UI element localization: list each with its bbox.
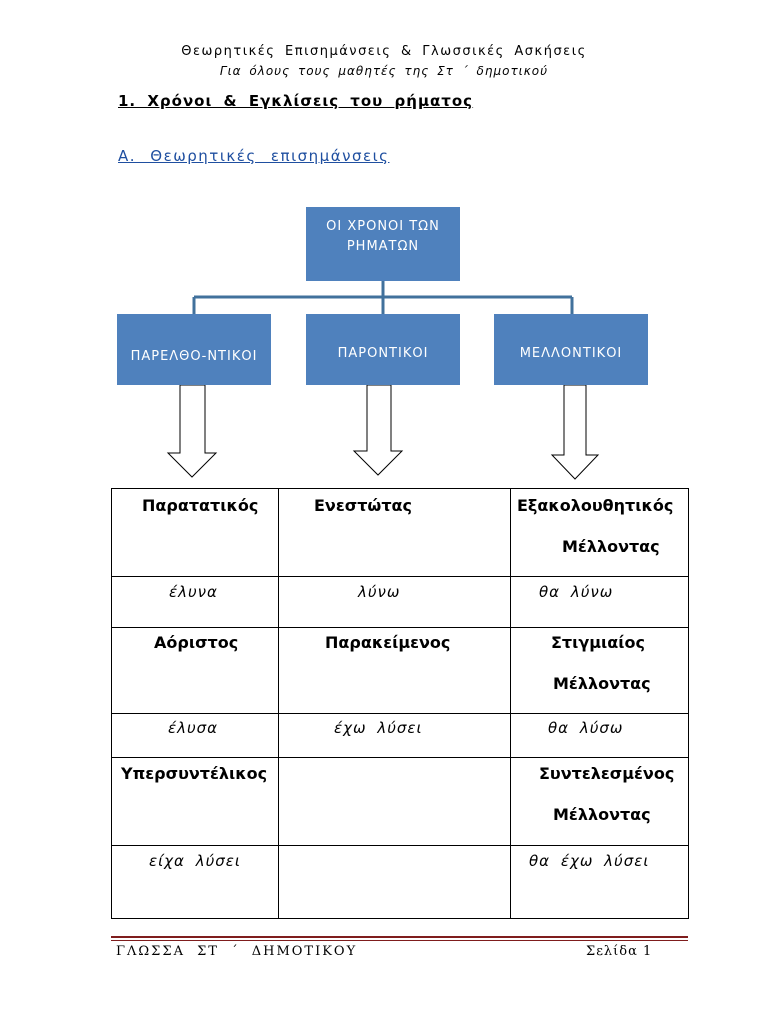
diagram-branch-label: ΠΑΡΕΛΘΟ-ΝΤΙΚΟΙ	[130, 348, 258, 364]
tense-name-second-line: Μέλλοντας	[562, 537, 660, 556]
table-cell: Στιγμιαίος Μέλλοντας	[510, 627, 689, 714]
table-row: είχα λύσει θα έχω λύσει	[111, 845, 689, 919]
diagram-root-label: ΟΙ ΧΡΟΝΟΙ ΤΩΝ ΡΗΜΑΤΩΝ	[326, 219, 440, 254]
verb-form: θα λύνω	[539, 583, 614, 601]
subsection-heading: Α. Θεωρητικές επισημάνσεις	[118, 147, 390, 165]
verb-form: θα λύσω	[548, 719, 624, 737]
verb-form: θα έχω λύσει	[529, 852, 650, 870]
section-heading: 1. Χρόνοι & Εγκλίσεις του ρήματος	[118, 92, 474, 110]
table-cell: έχω λύσει	[278, 713, 511, 758]
diagram-branch-label: ΜΕΛΛΟΝΤΙΚΟΙ	[519, 345, 623, 361]
down-arrow-icon	[550, 384, 600, 480]
table-row: Αόριστος Παρακείμενος Στιγμιαίος Μέλλοντ…	[111, 627, 689, 714]
diagram-connectors	[166, 281, 600, 480]
table-cell	[278, 845, 511, 919]
footer-course-label: ΓΛΩΣΣΑ ΣΤ ΄ ΔΗΜΟΤΙΚΟΥ	[116, 944, 358, 959]
table-cell: θα έχω λύσει	[510, 845, 689, 919]
footer-divider-thin	[111, 940, 688, 941]
tense-name: Ενεστώτας	[314, 496, 412, 515]
tense-name: Στιγμιαίος	[551, 633, 645, 652]
table-row: Παρατατικός Ενεστώτας Εξακολουθητικός Μέ…	[111, 488, 689, 577]
verb-form: είχα λύσει	[149, 852, 241, 870]
tense-name: Παρατατικός	[142, 496, 259, 515]
tense-name-second-line: Μέλλοντας	[553, 805, 651, 824]
table-cell: λύνω	[278, 576, 511, 628]
table-cell: Παρακείμενος	[278, 627, 511, 714]
table-cell: Συντελεσμένος Μέλλοντας	[510, 757, 689, 846]
table-cell: Εξακολουθητικός Μέλλοντας	[510, 488, 689, 577]
tenses-table: Παρατατικός Ενεστώτας Εξακολουθητικός Μέ…	[111, 488, 689, 919]
table-row: έλυσα έχω λύσει θα λύσω	[111, 713, 689, 758]
table-cell: έλυσα	[111, 713, 279, 758]
table-cell: έλυνα	[111, 576, 279, 628]
footer-divider	[111, 936, 688, 938]
verb-form: έλυνα	[169, 583, 218, 601]
down-arrow-icon	[166, 384, 218, 478]
diagram-branch-future: ΜΕΛΛΟΝΤΙΚΟΙ	[494, 314, 648, 385]
tree-connector-lines	[192, 281, 574, 314]
tense-name: Παρακείμενος	[325, 633, 451, 652]
table-cell: είχα λύσει	[111, 845, 279, 919]
table-cell: θα λύνω	[510, 576, 689, 628]
table-cell: Αόριστος	[111, 627, 279, 714]
verb-form: έχω λύσει	[334, 719, 423, 737]
footer-page-number: Σελίδα 1	[586, 944, 653, 959]
verb-form: έλυσα	[168, 719, 219, 737]
tense-name: Συντελεσμένος	[539, 764, 675, 783]
table-cell: Υπερσυντέλικος	[111, 757, 279, 846]
diagram-branch-present: ΠΑΡΟΝΤΙΚΟΙ	[306, 314, 460, 385]
down-arrow-icon	[352, 384, 404, 476]
document-header-subtitle: Για όλους τους μαθητές της Στ ΄ δημοτικο…	[219, 64, 549, 78]
diagram-branch-label: ΠΑΡΟΝΤΙΚΟΙ	[337, 345, 429, 361]
tense-name: Υπερσυντέλικος	[121, 764, 268, 783]
tense-name: Εξακολουθητικός	[517, 496, 674, 515]
table-cell: Παρατατικός	[111, 488, 279, 577]
table-row: έλυνα λύνω θα λύνω	[111, 576, 689, 628]
document-header-title: Θεωρητικές Επισημάνσεις & Γλωσσικές Ασκή…	[181, 44, 587, 59]
verb-form: λύνω	[358, 583, 401, 601]
table-row: Υπερσυντέλικος Συντελεσμένος Μέλλοντας	[111, 757, 689, 846]
diagram-root-box: ΟΙ ΧΡΟΝΟΙ ΤΩΝ ΡΗΜΑΤΩΝ	[306, 207, 460, 281]
table-cell: θα λύσω	[510, 713, 689, 758]
table-cell	[278, 757, 511, 846]
table-cell: Ενεστώτας	[278, 488, 511, 577]
tense-name: Αόριστος	[154, 633, 239, 652]
diagram-branch-past: ΠΑΡΕΛΘΟ-ΝΤΙΚΟΙ	[117, 314, 271, 385]
tense-name-second-line: Μέλλοντας	[553, 674, 651, 693]
